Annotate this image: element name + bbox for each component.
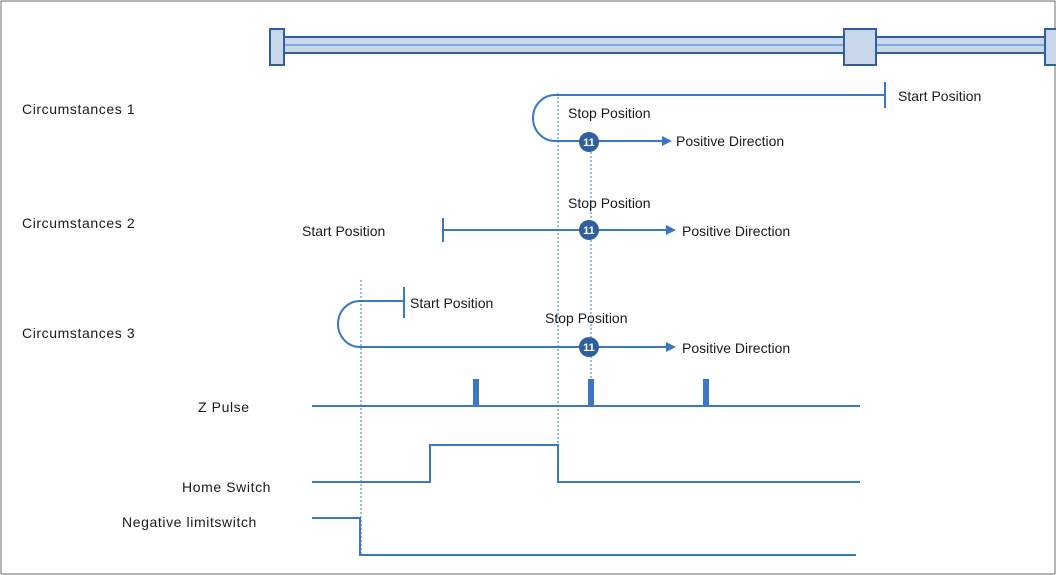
c1-direction-label: Positive Direction	[676, 133, 784, 149]
c3-stop-marker: 11	[579, 337, 599, 357]
svg-text:11: 11	[583, 137, 595, 149]
signal-label-z-pulse: Z Pulse	[198, 399, 250, 415]
svg-text:11: 11	[583, 225, 595, 237]
c2-path	[442, 218, 676, 242]
c1-start-label: Start Position	[898, 88, 981, 104]
c1-stop-marker: 11	[579, 132, 599, 152]
home-switch-waveform	[312, 444, 860, 483]
signal-label-negative-limit: Negative limitswitch	[122, 514, 257, 530]
c2-direction-label: Positive Direction	[682, 223, 790, 239]
row-label-c3: Circumstances 3	[22, 325, 135, 341]
axis-rail	[269, 28, 1056, 66]
rail-slider	[843, 28, 877, 66]
rail-right-end	[1044, 28, 1056, 66]
c2-stop-label: Stop Position	[568, 195, 651, 211]
c2-stop-marker: 11	[579, 220, 599, 240]
c3-stop-label: Stop Position	[545, 310, 628, 326]
svg-text:11: 11	[583, 342, 595, 354]
c1-stop-label: Stop Position	[568, 105, 651, 121]
c3-path	[337, 287, 676, 352]
c3-start-label: Start Position	[410, 295, 493, 311]
c2-start-label: Start Position	[302, 223, 385, 239]
z-pulse-waveform	[312, 379, 860, 407]
row-label-c1: Circumstances 1	[22, 101, 135, 117]
rail-left-end	[269, 28, 285, 66]
c3-direction-label: Positive Direction	[682, 340, 790, 356]
row-label-c2: Circumstances 2	[22, 215, 135, 231]
negative-limit-waveform	[312, 517, 856, 556]
c1-path	[532, 82, 886, 146]
signal-label-home-switch: Home Switch	[182, 479, 271, 495]
